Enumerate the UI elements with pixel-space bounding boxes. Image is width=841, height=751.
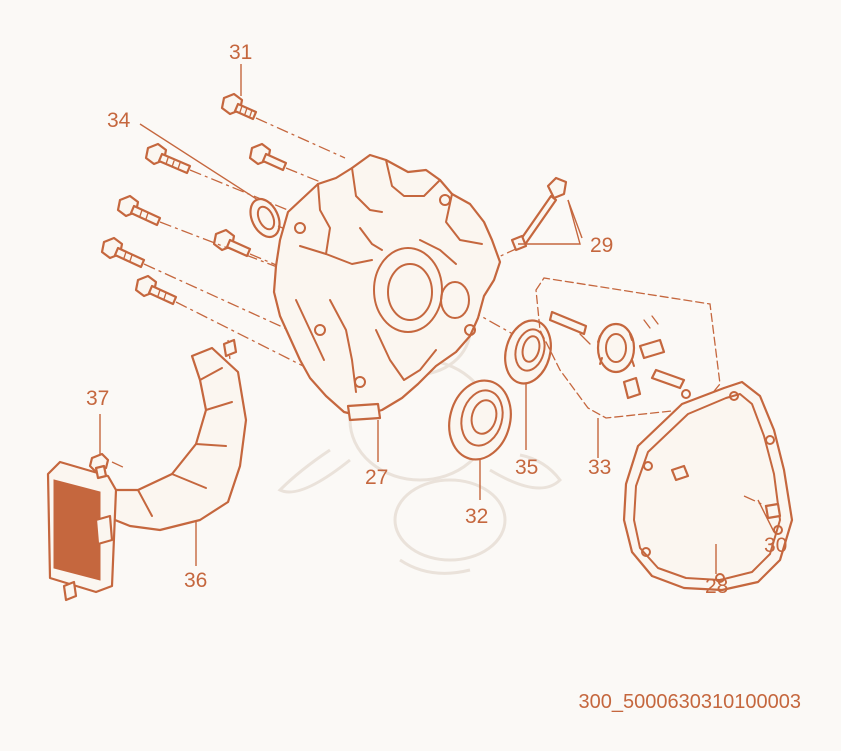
bolt-left-4	[134, 274, 178, 306]
label-part-34: 34	[107, 109, 131, 132]
bearing-35	[504, 319, 552, 385]
bolt-upper-left	[144, 142, 192, 175]
label-part-30: 30	[764, 534, 788, 557]
dowel-pin-30	[743, 495, 782, 520]
drawing-code: 300_5000630310100003	[578, 691, 801, 713]
governor-assembly-33	[535, 277, 721, 419]
label-part-33: 33	[588, 456, 612, 479]
bolt-upper-mid	[248, 142, 288, 172]
bolt-31	[220, 92, 258, 121]
label-part-27: 27	[365, 466, 389, 489]
side-cover-36	[46, 338, 248, 602]
label-part-28: 28	[705, 575, 729, 598]
label-part-35: 35	[515, 456, 539, 479]
oil-seal-34	[249, 197, 281, 239]
dipstick-29	[510, 176, 568, 252]
leader-lines	[99, 64, 775, 574]
label-part-29: 29	[590, 234, 614, 257]
crankcase-cover-27	[272, 153, 502, 422]
bolt-mid	[212, 228, 252, 258]
label-part-37: 37	[86, 387, 110, 410]
label-part-32: 32	[465, 505, 489, 528]
bolt-37	[88, 452, 110, 480]
bolt-left-3	[100, 236, 146, 269]
bearing-32	[448, 379, 512, 461]
gasket-28	[622, 380, 794, 592]
label-part-31: 31	[229, 41, 253, 64]
label-part-36: 36	[184, 569, 208, 592]
bolt-left-2	[116, 194, 162, 227]
